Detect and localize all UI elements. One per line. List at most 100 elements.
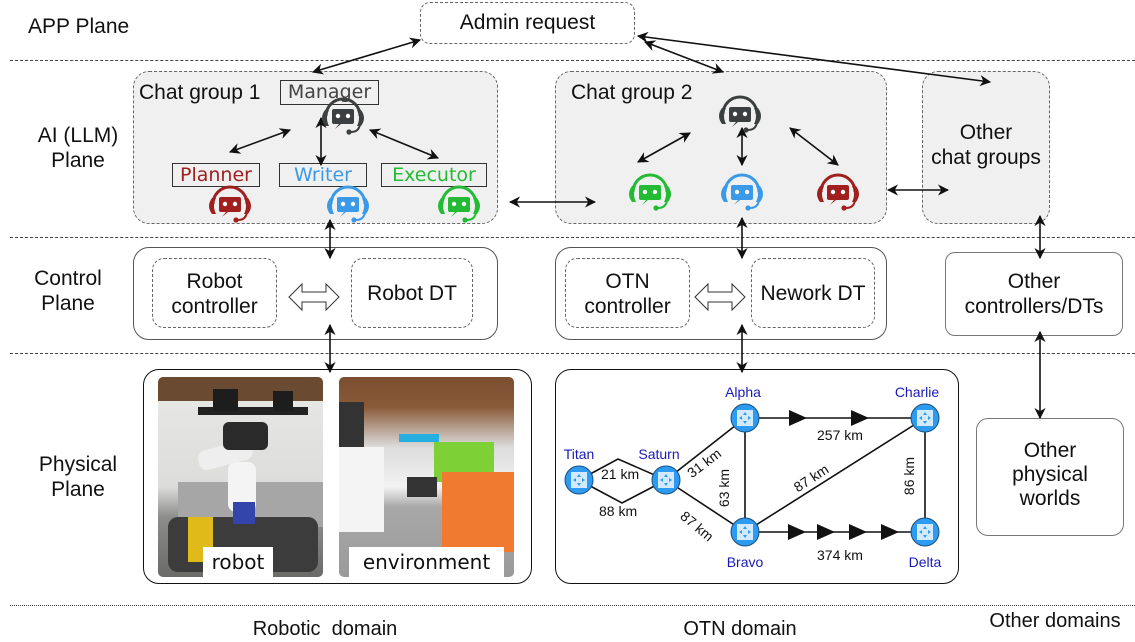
flow-arrow-bravo-delta-2 bbox=[817, 524, 835, 540]
plane-label-control-line2: Plane bbox=[41, 292, 95, 315]
router-icon-charlie[interactable] bbox=[910, 403, 940, 433]
arrow-admin-cg1 bbox=[311, 37, 422, 75]
otn-controller-box[interactable]: OTN controller bbox=[565, 258, 690, 328]
role-manager[interactable]: Manager bbox=[280, 80, 379, 105]
otn-physical-box[interactable] bbox=[555, 369, 959, 584]
env-blue-partition bbox=[399, 434, 439, 442]
plane-label-ai: AI (LLM) Plane bbox=[28, 123, 128, 173]
robot-gripper bbox=[223, 422, 268, 450]
node-label-alpha: Alpha bbox=[725, 384, 761, 400]
environment-photo: environment bbox=[339, 377, 514, 577]
network-dt-label: Nework DT bbox=[760, 282, 866, 305]
environment-photo-art bbox=[339, 402, 514, 552]
other-chat-groups-label: Other chat groups bbox=[923, 120, 1049, 170]
role-executor[interactable]: Executor bbox=[381, 163, 487, 187]
other-physical-line3: worlds bbox=[1019, 487, 1081, 510]
agent-icon-manager-2[interactable] bbox=[717, 95, 763, 135]
arrow-mgr2-left bbox=[637, 132, 691, 163]
router-icon-saturn[interactable] bbox=[651, 465, 681, 495]
divider-app-ai bbox=[10, 60, 1135, 61]
flow-arrow-alpha-charlie-2 bbox=[851, 410, 869, 426]
divider-ai-control bbox=[10, 237, 1135, 238]
link-saturn-alpha bbox=[665, 417, 746, 481]
other-physical-box[interactable]: Other physical worlds bbox=[976, 418, 1124, 536]
plane-label-control: Control Plane bbox=[28, 266, 108, 316]
link-label: 257 km bbox=[817, 427, 863, 443]
environment-photo-label: environment bbox=[349, 547, 504, 577]
node-label-saturn: Saturn bbox=[638, 446, 680, 462]
agent-icon-executor[interactable] bbox=[436, 185, 482, 225]
agent-icon-cg2-green[interactable] bbox=[627, 173, 673, 213]
other-chat-groups-line2: chat groups bbox=[931, 146, 1041, 169]
agent-icon-planner[interactable] bbox=[207, 185, 253, 225]
env-orange-partition bbox=[442, 472, 514, 552]
other-chat-groups-line1: Other bbox=[959, 121, 1013, 144]
plane-label-ai-line1: AI (LLM) bbox=[37, 124, 119, 147]
robotic-physical-box[interactable] bbox=[143, 369, 532, 584]
robot-control-box[interactable] bbox=[133, 247, 498, 340]
link-label: 63 km bbox=[716, 468, 733, 508]
chat-group-1-title: Chat group 1 bbox=[139, 81, 261, 104]
plane-label-physical-line1: Physical bbox=[38, 453, 118, 476]
otn-control-box[interactable] bbox=[555, 247, 887, 340]
arrow-admin-cg2 bbox=[643, 40, 725, 74]
env-partition-left bbox=[339, 447, 384, 532]
other-controllers-label: Other controllers/DTs bbox=[946, 269, 1122, 319]
other-chat-groups-box[interactable]: Other chat groups bbox=[922, 71, 1050, 224]
otn-controller-line1: OTN bbox=[605, 270, 650, 293]
divider-control-physical bbox=[10, 353, 1135, 354]
robot-controller-label: Robot controller bbox=[153, 269, 276, 319]
otn-controller-label: OTN controller bbox=[566, 269, 689, 319]
router-icon-delta[interactable] bbox=[910, 517, 940, 547]
node-label-bravo: Bravo bbox=[726, 554, 764, 570]
router-icon-titan[interactable] bbox=[564, 465, 594, 495]
robot-controller-dt-sync-arrow bbox=[288, 282, 340, 312]
other-physical-label: Other physical worlds bbox=[977, 439, 1123, 511]
robot-dt-box[interactable]: Robot DT bbox=[351, 258, 473, 328]
robot-controller-box[interactable]: Robot controller bbox=[152, 258, 277, 328]
router-icon-bravo[interactable] bbox=[730, 517, 760, 547]
plane-label-control-line1: Control bbox=[34, 267, 102, 290]
other-controllers-box[interactable]: Other controllers/DTs bbox=[945, 252, 1123, 336]
plane-label-ai-line2: Plane bbox=[51, 149, 105, 172]
node-label-charlie: Charlie bbox=[894, 384, 940, 400]
arrow-mgr2-right bbox=[789, 127, 839, 166]
divider-domains bbox=[10, 605, 1135, 606]
arrow-mgr1-planner bbox=[228, 128, 292, 154]
flow-arrow-bravo-delta-3 bbox=[849, 524, 867, 540]
admin-request-box[interactable]: Admin request bbox=[420, 2, 635, 44]
robot-arm bbox=[228, 462, 256, 512]
link-label: 86 km bbox=[901, 456, 918, 496]
other-controllers-line1: Other bbox=[1007, 270, 1061, 293]
node-label-titan: Titan bbox=[563, 446, 595, 462]
agent-icon-writer[interactable] bbox=[325, 185, 371, 225]
robot-camera-bar bbox=[198, 407, 308, 415]
agent-icon-cg2-blue[interactable] bbox=[719, 173, 765, 213]
plane-label-physical: Physical Plane bbox=[28, 452, 128, 502]
link-titan-saturn-21 bbox=[578, 458, 667, 481]
role-writer[interactable]: Writer bbox=[279, 163, 367, 187]
network-dt-box[interactable]: Nework DT bbox=[751, 258, 875, 328]
other-controllers-line2: controllers/DTs bbox=[964, 295, 1104, 318]
other-physical-line2: physical bbox=[1012, 463, 1088, 486]
robot-arm-base bbox=[233, 502, 255, 524]
robot-camera-right bbox=[273, 391, 293, 411]
agent-icon-cg2-red[interactable] bbox=[815, 173, 861, 213]
link-titan-saturn-88 bbox=[578, 479, 667, 504]
router-icon-alpha[interactable] bbox=[730, 403, 760, 433]
robot-camera-left bbox=[213, 389, 238, 411]
link-label: 374 km bbox=[817, 547, 863, 563]
role-planner[interactable]: Planner bbox=[172, 163, 260, 187]
admin-request-label: Admin request bbox=[459, 11, 596, 34]
robot-controller-line2: controller bbox=[171, 295, 258, 318]
flow-arrow-bravo-delta-4 bbox=[881, 524, 899, 540]
link-bravo-charlie bbox=[744, 417, 926, 533]
link-label: 21 km bbox=[601, 466, 640, 482]
agent-icon-manager-1[interactable] bbox=[320, 97, 366, 137]
robot-controller-line1: Robot bbox=[186, 270, 243, 293]
plane-label-physical-line2: Plane bbox=[51, 478, 105, 501]
chat-group-2-title: Chat group 2 bbox=[571, 81, 693, 104]
env-robot bbox=[407, 477, 437, 497]
flow-arrow-bravo-delta-1 bbox=[788, 524, 806, 540]
